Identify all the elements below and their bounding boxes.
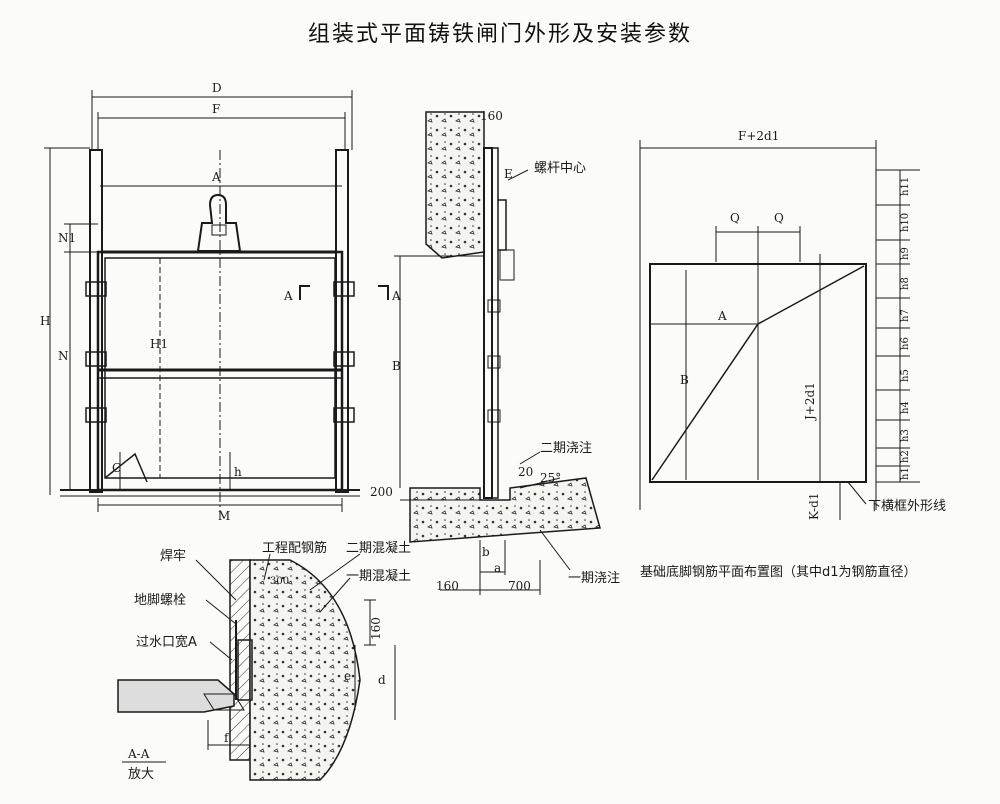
label-second-pour: 二期浇注: [540, 441, 592, 456]
h4-label: h4: [900, 401, 911, 414]
section-detail: [117, 553, 396, 781]
side-view: [394, 111, 601, 595]
dim-N: N: [58, 349, 69, 363]
dim-N1: N1: [58, 231, 76, 245]
dim-Q1: Q: [730, 211, 740, 225]
dim-D: D: [212, 81, 222, 95]
dim-plan-A: A: [717, 309, 727, 323]
section-mark-left: A: [283, 289, 293, 303]
section-detail-labels: 焊牢 地脚螺栓 过水口宽A 工程配钢筋 二期混凝土 一期混凝土 300 160 …: [127, 540, 411, 782]
dim-f: f: [224, 731, 230, 745]
dim-H: H: [40, 314, 50, 328]
label-first-pour: 一期浇注: [568, 571, 620, 586]
h8-label: h8: [900, 277, 911, 290]
dim-plan-B: B: [680, 373, 689, 387]
dim-J2d1: J+2d1: [803, 382, 817, 422]
dim-b: b: [482, 545, 490, 559]
dim-h: h: [234, 465, 242, 479]
dim-side-top: 160: [480, 109, 503, 123]
label-second-concrete: 二期混凝土: [346, 540, 411, 556]
dim-angle: 25°: [540, 471, 561, 485]
dim-E: E: [504, 167, 513, 181]
dim-20: 20: [518, 465, 533, 479]
dim-d: d: [378, 673, 386, 687]
label-weld: 焊牢: [160, 548, 186, 564]
dim-C: C: [112, 461, 121, 475]
dim-Q2: Q: [774, 211, 784, 225]
plan-caption: 基础底脚钢筋平面布置图（其中d1为钢筋直径）: [640, 564, 917, 580]
h10-label: h10: [900, 213, 911, 232]
h3-label: h3: [900, 429, 911, 442]
label-rebar: 工程配钢筋: [262, 540, 327, 556]
dim-e: e: [344, 669, 351, 683]
dim-B: B: [392, 359, 401, 373]
label-screw-center: 螺杆中心: [534, 161, 586, 176]
front-view: [44, 90, 389, 520]
dim-700: 700: [508, 579, 531, 593]
caption-AA: A-A: [127, 747, 150, 761]
h5-label: h5: [900, 369, 911, 382]
frame-outline-label: 下横框外形线: [868, 499, 946, 514]
dim-F: F: [212, 102, 220, 116]
dim-side-left: 160: [436, 579, 459, 593]
h9-label: h9: [900, 247, 911, 260]
plan-view-labels: F+2d1 Q Q A B J+2d1 K-d1 h11 h10 h9 h8 h…: [640, 129, 946, 580]
dim-H1: H1: [150, 337, 168, 351]
dim-detail-160: 160: [369, 617, 383, 640]
section-mark-right: A: [391, 289, 401, 303]
plan-view: [639, 140, 920, 520]
dim-Kd1: K-d1: [807, 493, 821, 520]
dim-300: 300: [270, 576, 289, 587]
label-first-concrete: 一期混凝土: [346, 568, 411, 584]
label-opening: 过水口宽A: [136, 634, 197, 650]
dim-200: 200: [370, 485, 393, 499]
label-anchor-bolt: 地脚螺栓: [134, 592, 186, 608]
caption-enlarge: 放大: [128, 767, 154, 782]
page-title: 组装式平面铸铁闸门外形及安装参数: [307, 22, 692, 47]
dim-F2d1: F+2d1: [738, 129, 779, 143]
dim-A: A: [211, 170, 221, 184]
side-view-labels: 160 E 螺杆中心 B 200 二期浇注 20 25° b a 160 700…: [370, 109, 620, 593]
front-view-labels: D F A H N1 N H1 C h M A A: [40, 81, 401, 523]
h11-label: h11: [900, 177, 911, 196]
dim-M: M: [218, 509, 230, 523]
h2-label: h2: [900, 450, 911, 463]
h6-label: h6: [900, 337, 911, 350]
h7-label: h7: [900, 309, 911, 322]
dim-a: a: [494, 561, 501, 575]
h1-label: h1: [900, 467, 911, 480]
